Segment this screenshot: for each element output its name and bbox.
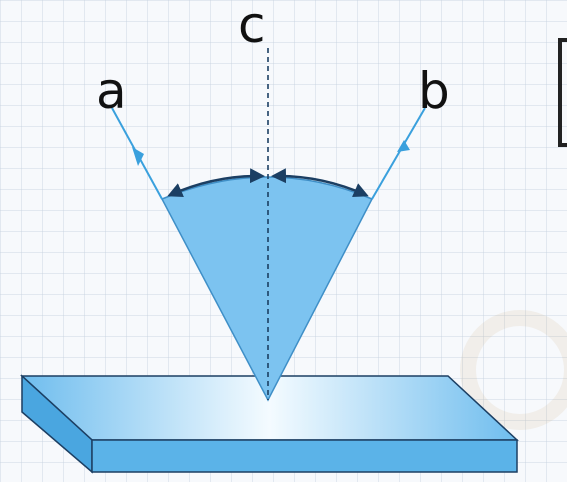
- mirror-front-face: [91, 439, 518, 473]
- label-a: a: [96, 62, 127, 120]
- reflected-ray: [371, 107, 426, 200]
- angle-wedge: [160, 176, 374, 402]
- reflected-ray-arrow: [397, 140, 410, 152]
- watermark-logo: [460, 310, 567, 430]
- reflection-angle-arc: [271, 168, 369, 197]
- incidence-angle-arc: [167, 168, 265, 197]
- incident-ray-arrow: [132, 147, 144, 166]
- partial-frame: [558, 38, 567, 147]
- mirror-surface: [20, 374, 519, 474]
- label-b: b: [418, 62, 450, 120]
- label-c: c: [238, 0, 266, 54]
